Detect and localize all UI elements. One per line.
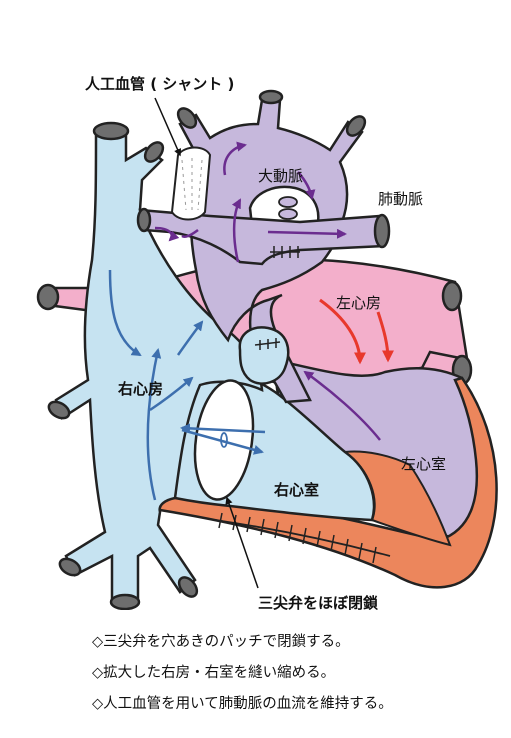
ductus-ligation [278, 196, 298, 220]
note-1: ◇三尖弁を穴あきのパッチで閉鎖する。 [92, 634, 350, 650]
pulmonary-artery-label: 肺動脈 [378, 190, 424, 208]
shunt-graft [170, 146, 212, 221]
tricuspid-label: 三尖弁をほぼ閉鎖 [258, 594, 379, 612]
purple-flow-arrows [154, 141, 381, 441]
note-2: ◇拡大した右房・右室を縫い縮める。 [92, 665, 336, 681]
right-atrium-label: 右心房 [118, 380, 164, 398]
pulmonary-artery-shape [138, 208, 386, 266]
note-3: ◇人工血管を用いて肺動脈の血流を維持する。 [92, 696, 393, 712]
tricuspid-leader-line [225, 496, 259, 589]
right-atrial-appendage [238, 326, 290, 385]
left-atrium-label: 左心房 [336, 294, 382, 312]
pulmonary-vein-right-upper [441, 280, 463, 312]
left-ventricle-label: 左心室 [401, 455, 447, 473]
tricuspid-patch [193, 379, 255, 501]
shunt-leader-line [154, 97, 182, 157]
aorta-label: 大動脈 [258, 167, 304, 185]
pa-suture [270, 246, 300, 258]
blue-flow-arrows [108, 269, 266, 501]
aorta-branch-caps [176, 89, 367, 137]
right-ventricle-label: 右心室 [274, 481, 320, 499]
appendage-suture [254, 338, 281, 350]
pulmonary-artery-caps [136, 207, 391, 249]
red-flow-arrows [319, 298, 394, 365]
vena-cava-caps [47, 121, 199, 610]
heart-surgery-diagram [36, 89, 498, 610]
shunt-label: 人工血管 ( シャント ) [85, 75, 235, 93]
